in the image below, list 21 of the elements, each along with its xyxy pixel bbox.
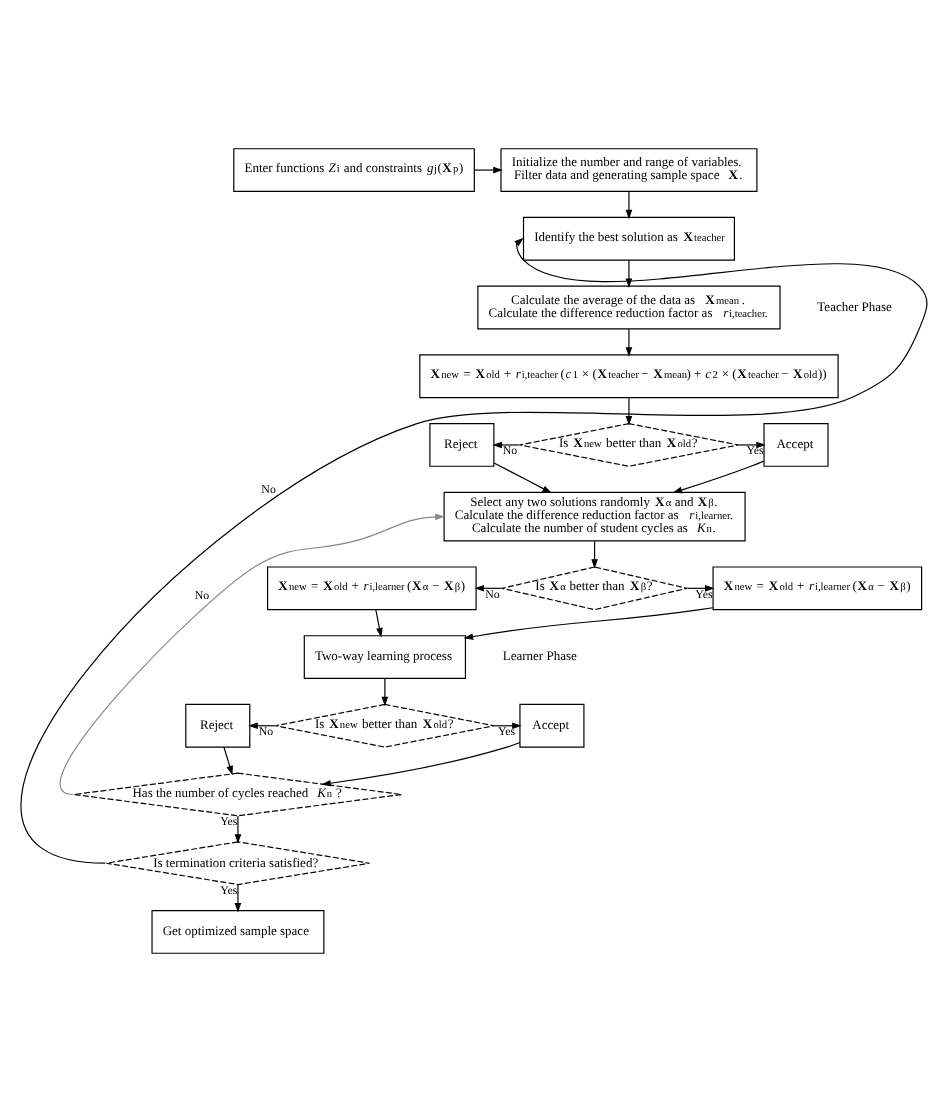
arrow xyxy=(463,607,714,640)
arrow xyxy=(625,328,633,357)
arrow xyxy=(625,190,633,220)
arrow xyxy=(686,585,715,592)
arrow xyxy=(223,746,233,776)
arrow xyxy=(591,540,598,569)
arrow xyxy=(234,884,242,913)
arrow xyxy=(473,166,503,174)
arrow xyxy=(321,741,521,787)
arrow xyxy=(737,441,766,449)
arrow xyxy=(492,441,521,449)
arrow xyxy=(234,815,242,844)
arrow xyxy=(381,677,389,707)
arrow xyxy=(672,460,765,494)
arrow xyxy=(493,722,522,730)
arrow xyxy=(375,609,383,638)
arrow xyxy=(474,585,503,592)
arrow xyxy=(493,462,552,494)
arrow xyxy=(625,397,633,426)
arrow xyxy=(59,513,445,796)
arrow xyxy=(20,237,928,864)
